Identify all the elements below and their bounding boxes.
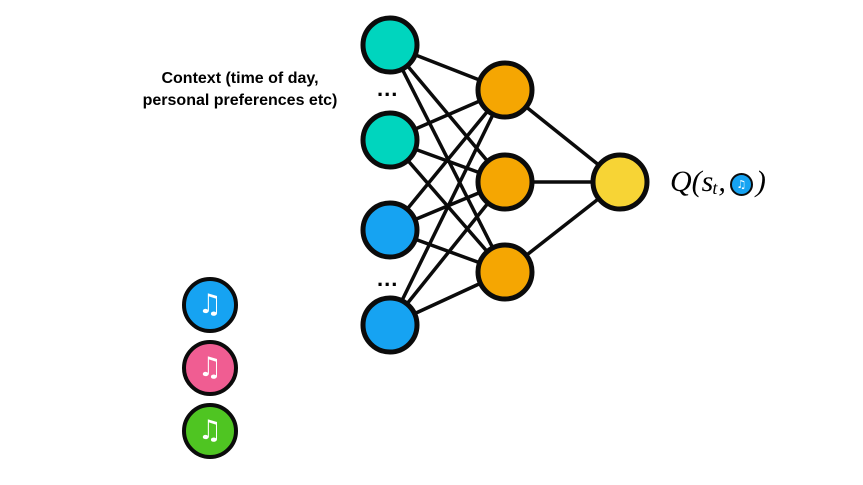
input-node-3 [360, 200, 420, 260]
edge-i3-h1 [388, 88, 507, 232]
input-ellipsis-top: ... [377, 76, 399, 101]
track-icon-blue: ♫ [182, 277, 238, 333]
q-label-close: ) [755, 165, 766, 198]
music-note-icon: ♫ [736, 177, 747, 191]
input-ellipsis-bottom: ... [377, 266, 399, 291]
edge-i4-h2 [388, 180, 507, 327]
q-label-comma: , [718, 165, 726, 198]
input-node-2 [360, 110, 420, 170]
q-label-prefix: Q(s [670, 165, 714, 198]
input-node-1 [360, 15, 420, 75]
output-node [590, 152, 650, 212]
track-icon-green: ♫ [182, 403, 238, 459]
music-note-icon: ♫ [197, 288, 223, 320]
context-label-line1: Context (time of day, [161, 70, 319, 87]
hidden-node-1 [475, 60, 535, 120]
edge-i4-h1 [388, 89, 507, 326]
music-track-icon-small: ♫ [729, 172, 753, 196]
track-icon-stack: ♫ ♫ ♫ [182, 277, 238, 459]
context-label: Context (time of day, personal preferenc… [115, 68, 365, 112]
track-icon-pink: ♫ [182, 340, 238, 396]
input-node-4 [360, 295, 420, 355]
hidden-node-2 [475, 152, 535, 212]
music-note-icon: ♫ [197, 351, 223, 383]
context-label-line2: personal preferences etc) [142, 92, 338, 109]
hidden-node-3 [475, 242, 535, 302]
music-note-icon: ♫ [197, 414, 223, 446]
